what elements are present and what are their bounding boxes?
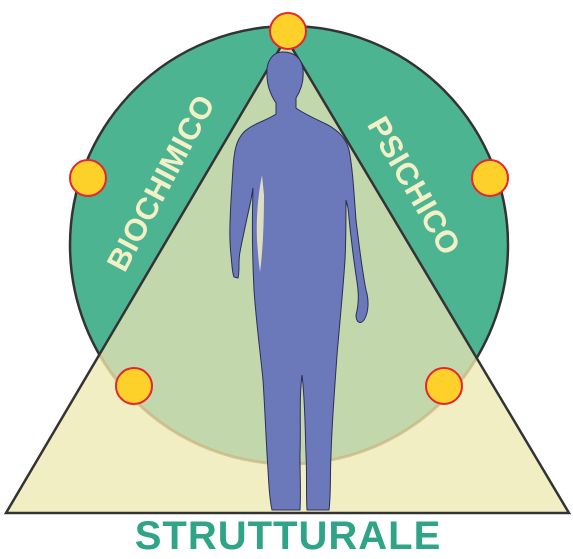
circle-dot-icon	[426, 368, 462, 404]
circle-dot-icon	[270, 13, 306, 49]
circle-dot-icon	[70, 160, 106, 196]
label-strutturale: STRUTTURALE	[135, 514, 442, 558]
circle-dot-icon	[116, 368, 152, 404]
circle-dot-icon	[472, 160, 508, 196]
